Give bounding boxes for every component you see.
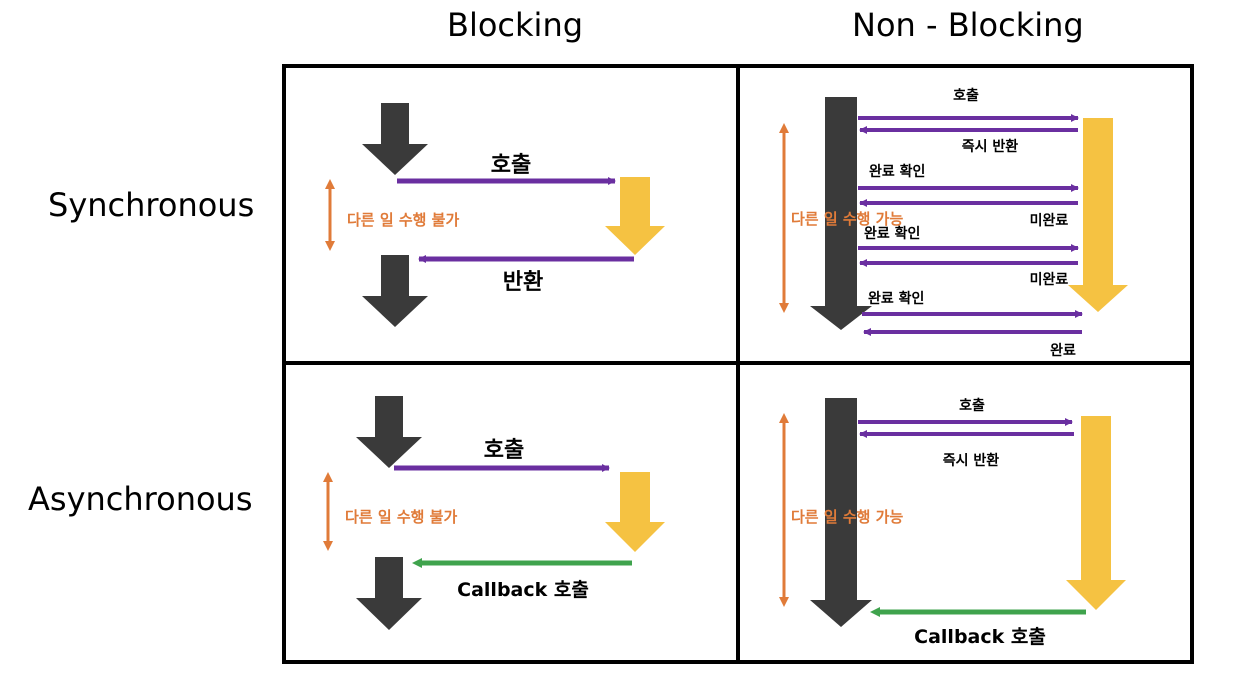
non-blocking-header: Non - Blocking — [852, 6, 1084, 44]
caller-arrow — [810, 398, 872, 627]
caller-arrow-top — [362, 103, 428, 175]
done-label: 완료 — [1050, 343, 1076, 359]
sync-nonblocking-cell: 호출 즉시 반환 완료 확인 미완료 완료 확인 미완료 완료 확인 완료 다른… — [779, 87, 1128, 359]
callee-arrow — [1068, 118, 1128, 312]
callee-arrow — [1066, 416, 1126, 610]
work-label: 다른 일 수행 가능 — [791, 210, 903, 228]
call-label: 호출 — [953, 87, 979, 104]
call-label: 호출 — [491, 153, 531, 178]
return-label: 반환 — [503, 270, 543, 295]
caller-arrow-bottom — [362, 255, 428, 327]
callee-arrow — [605, 472, 665, 552]
callback-label: Callback 호출 — [457, 579, 589, 601]
check-label-3: 완료 확인 — [868, 290, 924, 307]
caller-arrow-bottom — [356, 557, 422, 630]
async-blocking-cell: 호출 다른 일 수행 불가 Callback 호출 — [323, 396, 665, 630]
check-label-1: 완료 확인 — [869, 163, 925, 180]
caller-arrow-top — [356, 396, 422, 468]
caller-arrow — [810, 97, 872, 330]
immediate-return-label: 즉시 반환 — [962, 138, 1019, 155]
wait-label: 다른 일 수행 불가 — [345, 508, 457, 526]
not-done-label-1: 미완료 — [1030, 213, 1069, 229]
callee-arrow — [605, 177, 665, 255]
wait-label: 다른 일 수행 불가 — [347, 211, 459, 229]
not-done-label-2: 미완료 — [1030, 272, 1069, 288]
asynchronous-header: Asynchronous — [28, 480, 253, 518]
async-nonblocking-cell: 호출 즉시 반환 다른 일 수행 가능 Callback 호출 — [779, 397, 1126, 648]
call-label: 호출 — [484, 438, 524, 463]
call-label: 호출 — [959, 397, 985, 414]
check-label-2: 완료 확인 — [864, 225, 920, 242]
callback-label: Callback 호출 — [914, 626, 1046, 648]
sync-blocking-cell: 호출 다른 일 수행 불가 반환 — [325, 103, 665, 327]
synchronous-header: Synchronous — [48, 186, 255, 224]
immediate-return-label: 즉시 반환 — [943, 452, 1000, 469]
work-label: 다른 일 수행 가능 — [791, 508, 903, 526]
blocking-header: Blocking — [447, 6, 584, 44]
